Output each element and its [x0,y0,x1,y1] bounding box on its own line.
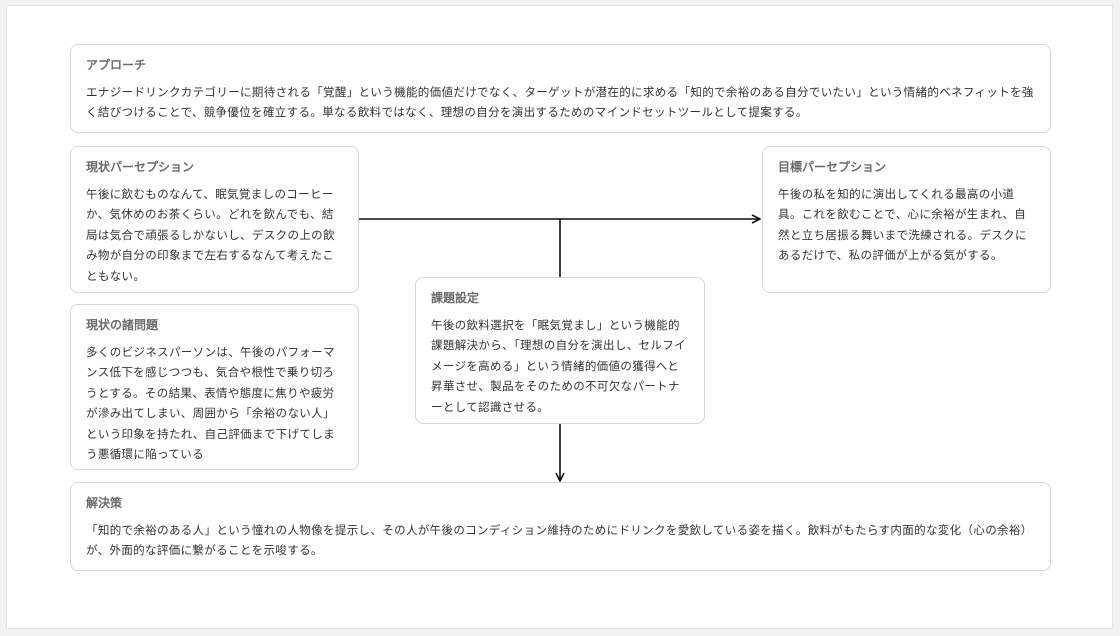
challenge-title: 課題設定 [431,291,480,305]
target-perception-title: 目標パーセプション [778,160,887,174]
solution-body: 「知的で余裕のある人」という憧れの人物像を提示し、その人が午後のコンディション維… [86,523,1033,558]
diagram-canvas: アプローチ エナジードリンクカテゴリーに期待される「覚醒」という機能的価値だけで… [6,5,1113,629]
challenge-box: 課題設定 午後の飲料選択を「眠気覚まし」という機能的課題解決から、「理想の自分を… [415,277,705,424]
current-issues-box: 現状の諸問題 多くのビジネスパーソンは、午後のパフォーマンス低下を感じつつも、気… [70,304,359,470]
current-perception-body: 午後に飲むものなんて、眠気覚ましのコーヒーか、気休めのお茶くらい。どれを飲んでも… [86,187,335,283]
approach-body: エナジードリンクカテゴリーに期待される「覚醒」という機能的価値だけでなく、ターゲ… [86,85,1034,120]
solution-box: 解決策 「知的で余裕のある人」という憧れの人物像を提示し、その人が午後のコンディ… [70,482,1051,571]
challenge-body: 午後の飲料選択を「眠気覚まし」という機能的課題解決から、「理想の自分を演出し、セ… [431,318,686,414]
current-perception-box: 現状パーセプション 午後に飲むものなんて、眠気覚ましのコーヒーか、気休めのお茶く… [70,146,359,293]
approach-box: アプローチ エナジードリンクカテゴリーに期待される「覚醒」という機能的価値だけで… [70,44,1051,133]
connector-arrows [359,6,1114,630]
solution-title: 解決策 [86,496,123,510]
approach-title: アプローチ [86,58,147,72]
target-perception-box: 目標パーセプション 午後の私を知的に演出してくれる最高の小道具。これを飲むことで… [762,146,1051,293]
current-perception-title: 現状パーセプション [86,160,195,174]
current-issues-body: 多くのビジネスパーソンは、午後のパフォーマンス低下を感じつつも、気合や根性で乗り… [86,345,335,462]
target-perception-body: 午後の私を知的に演出してくれる最高の小道具。これを飲むことで、心に余裕が生まれ、… [778,187,1027,263]
current-issues-title: 現状の諸問題 [86,318,159,332]
